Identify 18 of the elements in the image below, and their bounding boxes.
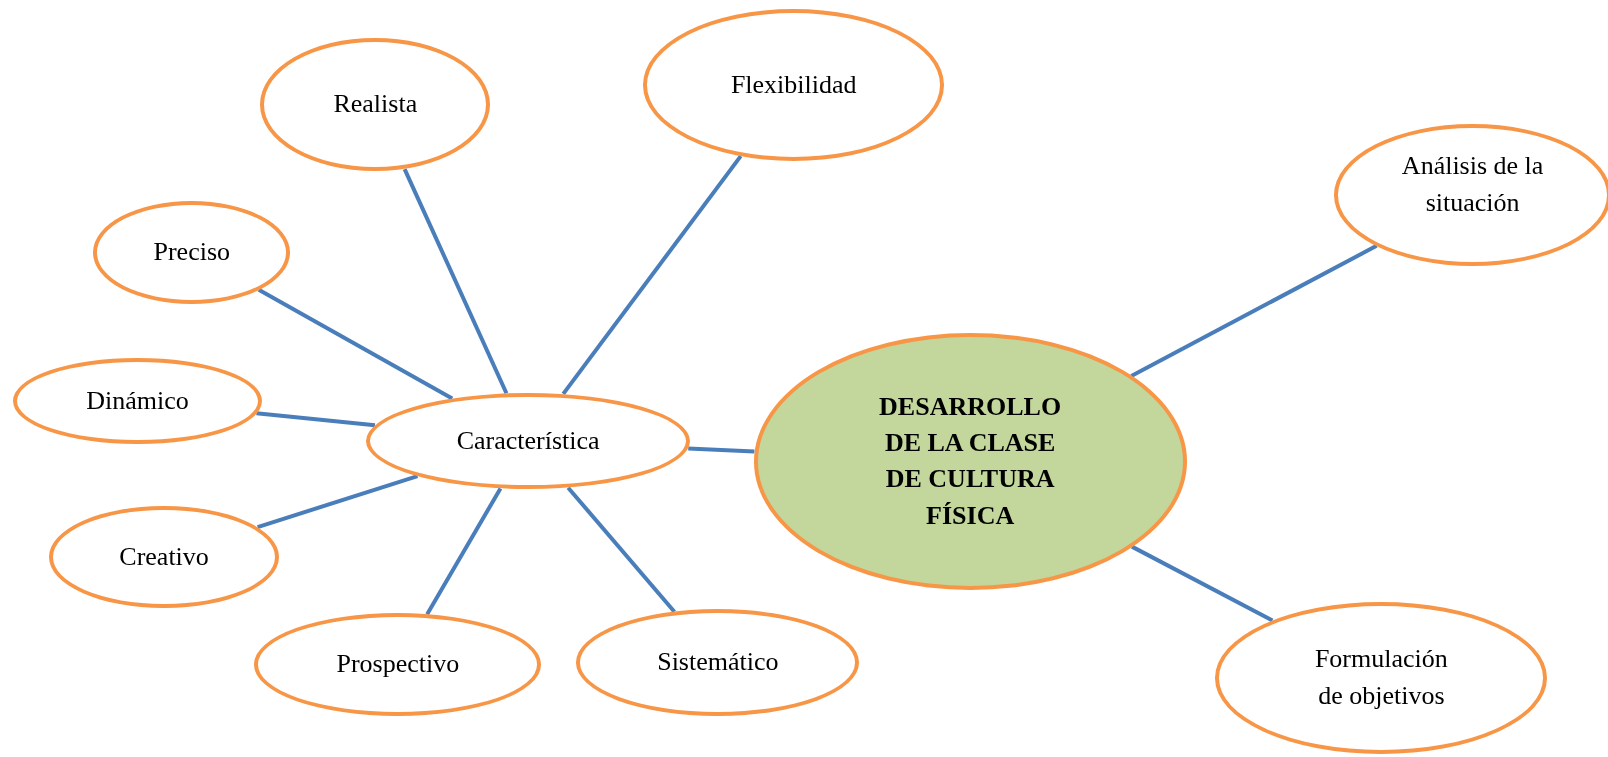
connector-line	[1131, 544, 1274, 623]
node-label: Sistemático	[657, 646, 779, 679]
connector-line	[256, 411, 376, 428]
connector-line	[257, 288, 454, 401]
node-label: Creativo	[119, 540, 209, 573]
connector-line	[688, 446, 755, 454]
node-label: DESARROLLO DE LA CLASE DE CULTURA FÍSICA	[878, 390, 1063, 532]
node-label: Característica	[456, 424, 600, 457]
node-label: Realista	[333, 88, 418, 121]
connector-line	[425, 487, 503, 616]
node-label: Análisis de la situación	[1400, 150, 1545, 219]
node-label: Flexibilidad	[730, 68, 857, 101]
node-label: Prospectivo	[336, 648, 460, 681]
node-label: Preciso	[153, 236, 231, 269]
node-label: Formulación de objetivos	[1313, 643, 1449, 712]
connector-line	[257, 474, 419, 529]
node-label: Dinámico	[86, 384, 189, 417]
connector-line	[1130, 244, 1378, 378]
